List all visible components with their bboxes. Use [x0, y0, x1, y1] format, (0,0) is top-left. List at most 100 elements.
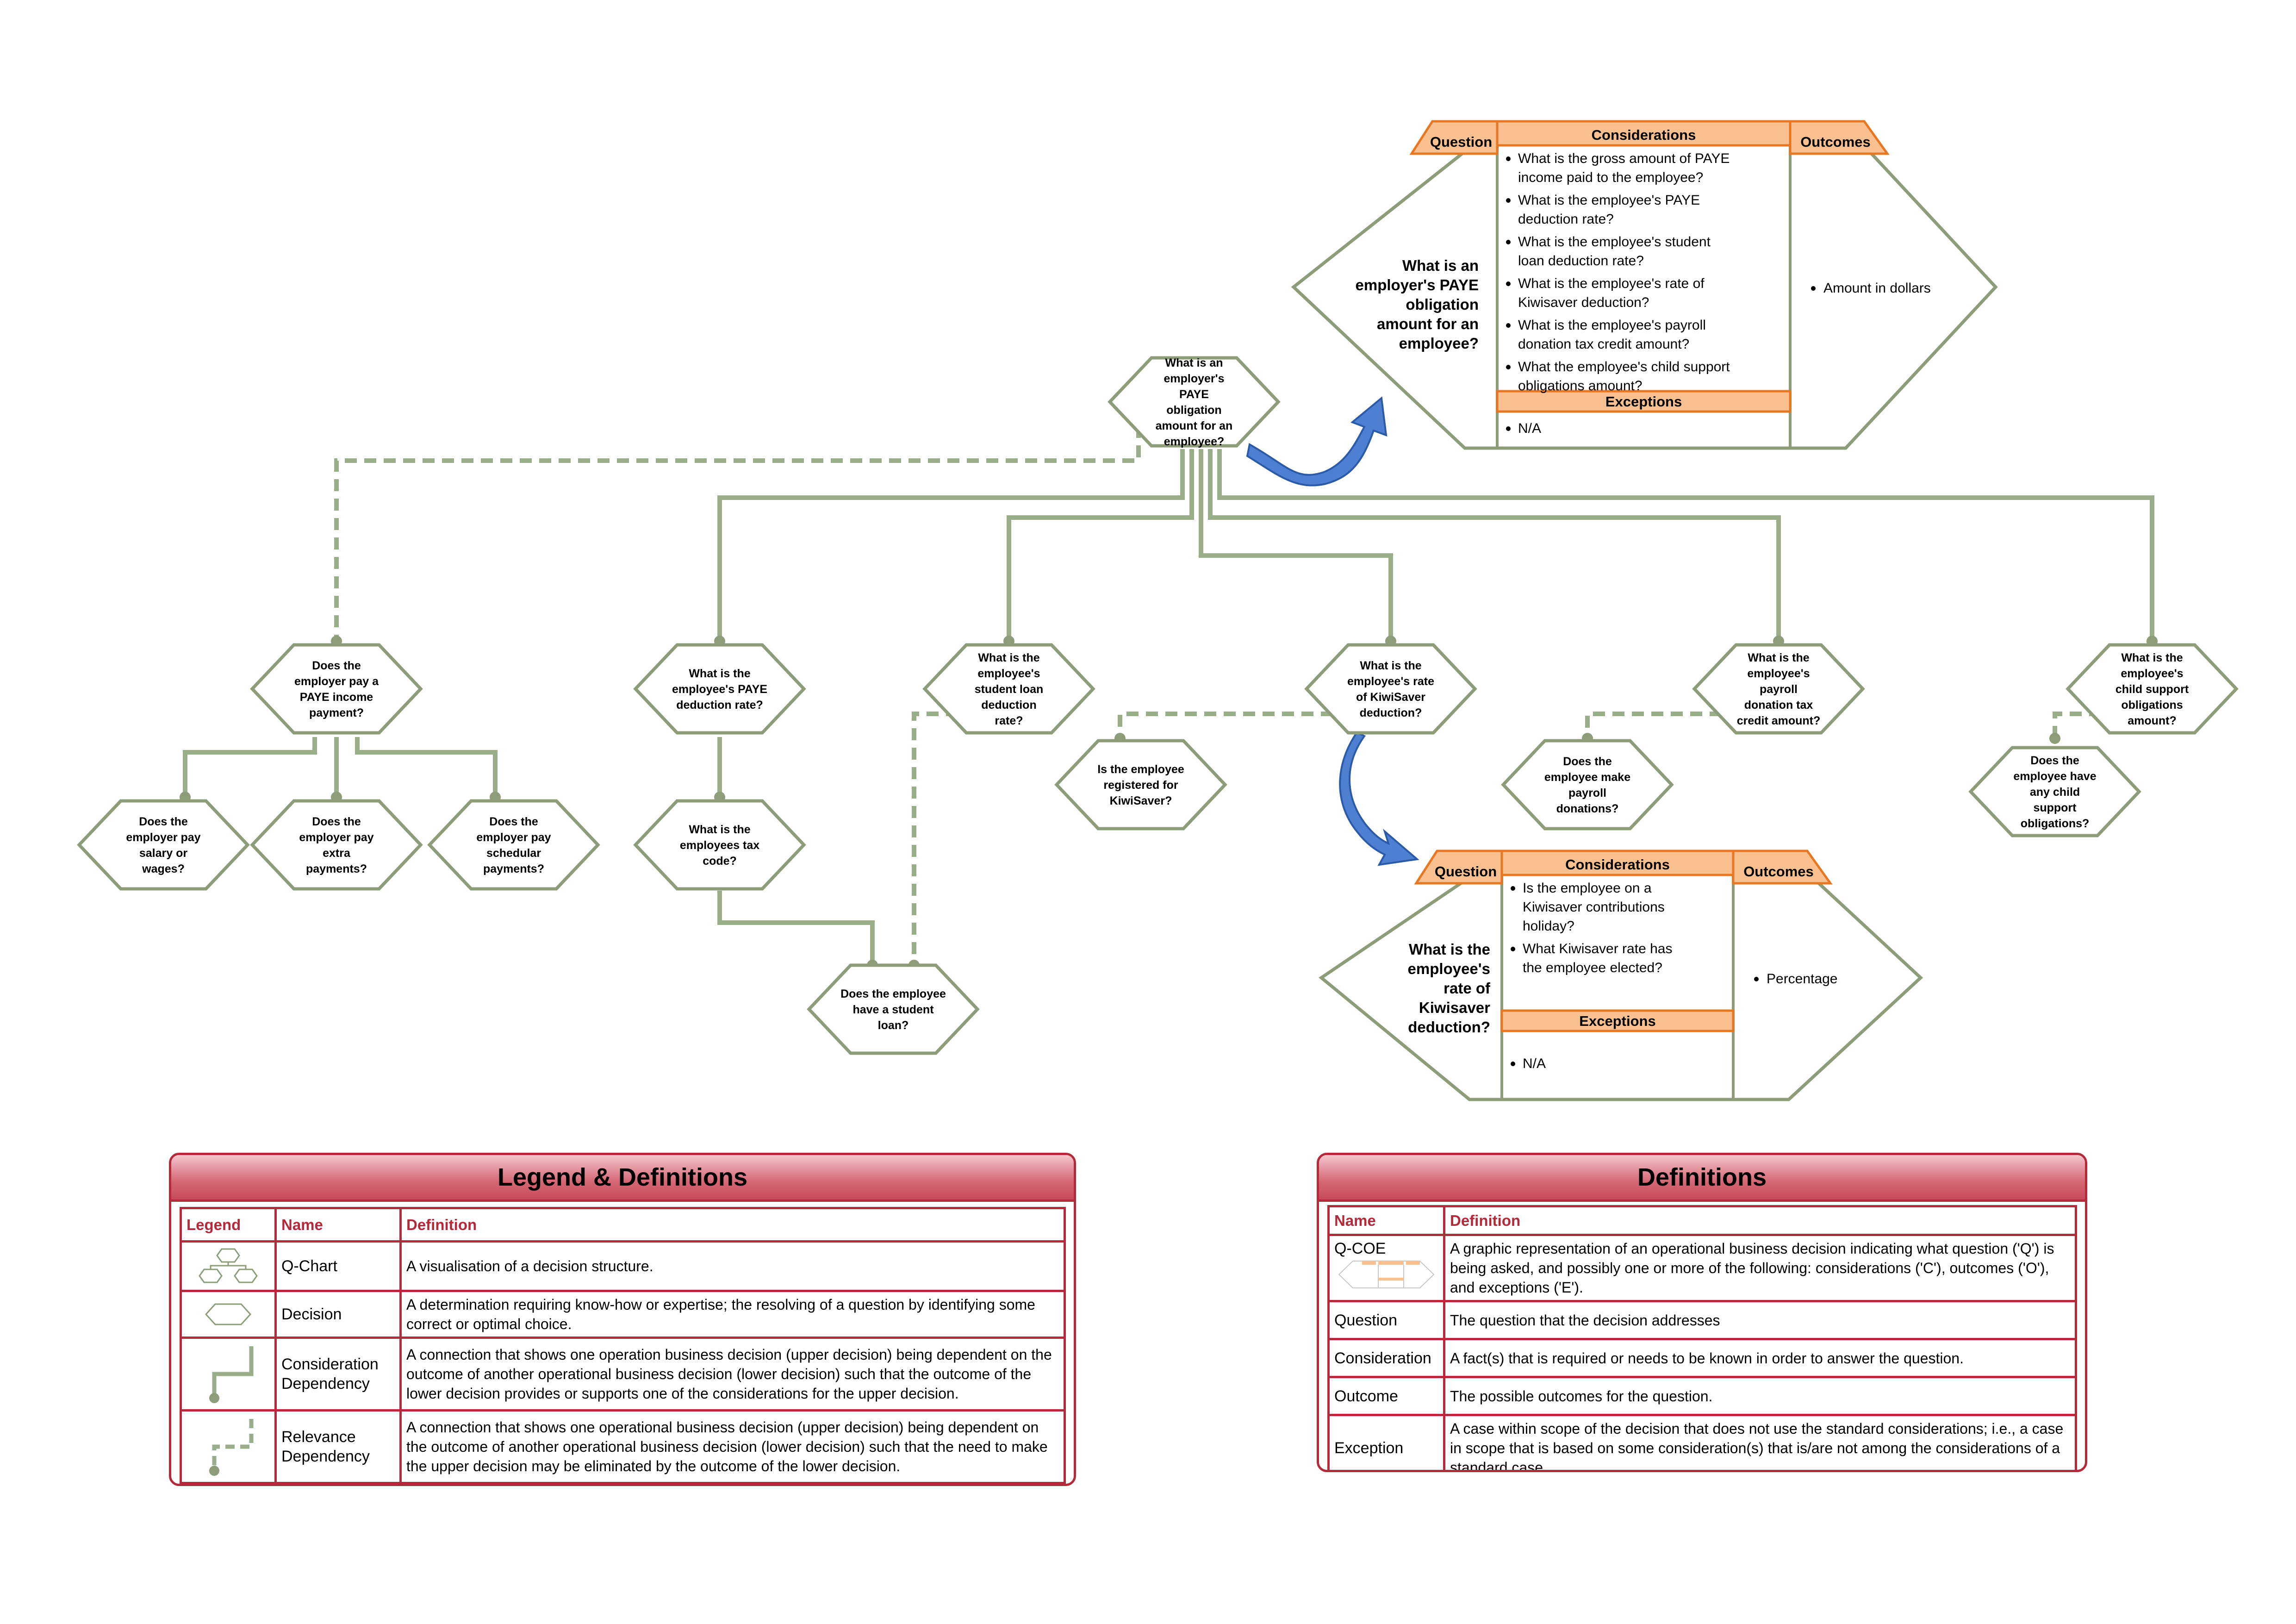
- bullet-icon: [1511, 1062, 1515, 1066]
- qcoe-exception-0: N/A: [1523, 1056, 1546, 1071]
- legend-name-consideration: Consideration Dependency: [274, 1337, 402, 1412]
- hexagon-shape: [1108, 356, 1281, 448]
- bullet-icon: [1511, 886, 1515, 891]
- dashed-connector-icon: [209, 1419, 254, 1476]
- legend-def-consideration: A connection that shows one operation bu…: [399, 1337, 1066, 1412]
- qchart-icon: [199, 1248, 258, 1283]
- qcoe-question-header-label: Question: [1430, 134, 1492, 150]
- qcoe-outcomes-header: [1789, 120, 1890, 155]
- hexagon-shape: [250, 643, 423, 735]
- zoom-arrow-root: [1246, 396, 1388, 487]
- definitions-panel: Definitions Name Definition Q-COE A grap…: [1317, 1153, 2087, 1472]
- def-name-outcome: Outcome: [1327, 1376, 1445, 1416]
- legend-name-qchart: Q-Chart: [274, 1240, 402, 1292]
- connector-root-donation: [1208, 449, 1781, 641]
- decision-hexagon-icon: [205, 1303, 252, 1325]
- hexagon-shape: [1968, 746, 2141, 837]
- hexagon-shape: [250, 799, 423, 891]
- qcoe-exception-0: N/A: [1518, 421, 1541, 436]
- definitions-table: Name Definition Q-COE A graphic represen…: [1327, 1205, 2077, 1470]
- connector-root-student-rate: [1007, 449, 1194, 641]
- zoom-arrow-kiwi: [1339, 731, 1419, 866]
- table-row: Question The question that the decision …: [1327, 1300, 2077, 1340]
- hexagon-shape: [633, 643, 806, 735]
- def-name-qcoe-text: Q-COE: [1334, 1240, 1386, 1257]
- bullet-icon: [1506, 240, 1511, 244]
- legend-header-row: Legend Name Definition: [180, 1207, 1066, 1243]
- definitions-col-definition: Definition: [1443, 1205, 2077, 1236]
- legend-panel: Legend & Definitions Legend Name Definit…: [169, 1153, 1076, 1486]
- def-name-consideration: Consideration: [1327, 1338, 1445, 1378]
- bullet-icon: [1506, 426, 1511, 431]
- def-name-exception: Exception: [1327, 1414, 1445, 1470]
- qcoe-outcomes-header: [1732, 849, 1833, 885]
- table-row: Decision A determination requiring know-…: [180, 1290, 1066, 1339]
- table-row: Q-COE A graphic representation of an ope…: [1327, 1234, 2077, 1302]
- dashed-kiwi-registered: [1118, 712, 1333, 738]
- qcoe-exceptions-header-label: Exceptions: [1579, 1013, 1655, 1029]
- legend-icon-cell: [180, 1337, 277, 1412]
- bullet-icon: [1506, 156, 1511, 161]
- hexagon-shape: [2066, 643, 2239, 735]
- dot: [2049, 733, 2060, 744]
- hexagon-shape: [633, 799, 806, 891]
- bullet-icon: [1506, 198, 1511, 203]
- legend-name-relevance: Relevance Dependency: [274, 1409, 402, 1484]
- connector-income-salary: [183, 737, 317, 797]
- definitions-header-row: Name Definition: [1327, 1205, 2077, 1236]
- def-text-consideration: A fact(s) that is required or needs to b…: [1443, 1338, 2077, 1378]
- table-row: Consideration A fact(s) that is required…: [1327, 1338, 2077, 1378]
- table-row: Consideration Dependency A connection th…: [180, 1337, 1066, 1412]
- connector-income-schedular: [355, 737, 498, 797]
- qcoe-outcome-0: Amount in dollars: [1823, 281, 1931, 296]
- legend-name-decision: Decision: [274, 1290, 402, 1339]
- legend-icon-cell: [180, 1290, 277, 1339]
- def-text-question: The question that the decision addresses: [1443, 1300, 2077, 1340]
- legend-table: Legend Name Definition Q-Chart A visuali…: [180, 1207, 1066, 1484]
- bullet-icon: [1506, 323, 1511, 328]
- qcoe-question-header-label: Question: [1435, 863, 1497, 880]
- hexagon-shape: [427, 799, 600, 891]
- def-text-qcoe: A graphic representation of an operation…: [1443, 1234, 2077, 1302]
- hexagon-shape: [807, 963, 980, 1055]
- legend-title: Legend & Definitions: [171, 1155, 1074, 1202]
- legend-icon-cell: [180, 1409, 277, 1484]
- qcoe-outcomes-header-label: Outcomes: [1800, 134, 1871, 150]
- qcoe-considerations-header-label: Considerations: [1565, 856, 1670, 873]
- legend-col-definition: Definition: [399, 1207, 1066, 1243]
- qcoe-outcome-0: Percentage: [1767, 971, 1837, 987]
- consideration-connectors: [183, 449, 2154, 965]
- def-name-question: Question: [1327, 1300, 1445, 1340]
- dashed-donation-donations: [1585, 712, 1722, 738]
- bullet-icon: [1811, 286, 1816, 291]
- table-row: Exception A case within scope of the dec…: [1327, 1414, 2077, 1470]
- legend-def-qchart: A visualisation of a decision structure.: [399, 1240, 1066, 1292]
- connector-taxcode-loan: [717, 891, 875, 965]
- hexagon-shape: [77, 799, 250, 891]
